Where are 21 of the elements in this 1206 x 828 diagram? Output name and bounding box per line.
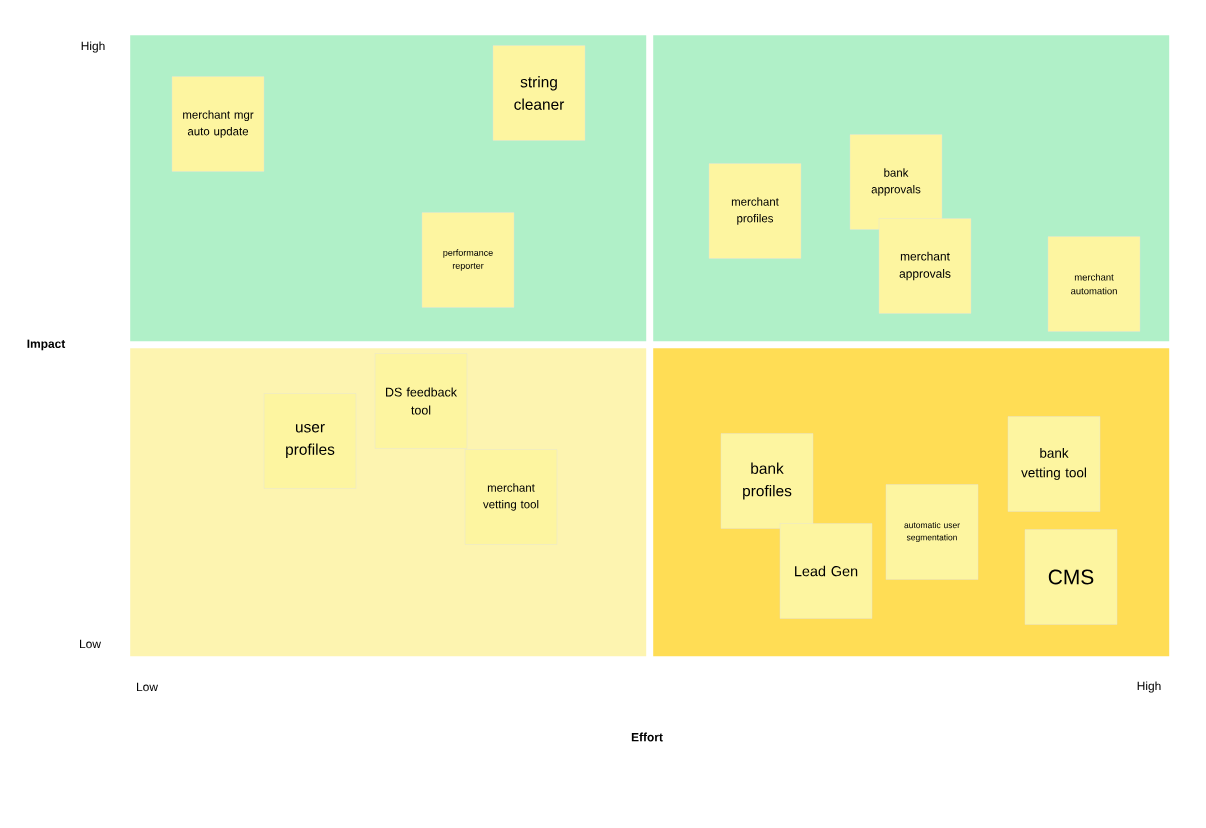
sticky-note: merchant mgr auto update — [171, 76, 265, 172]
sticky-note: automatic user segmentation — [885, 484, 979, 580]
axis-label: High — [1137, 681, 1161, 693]
axis-label: Low — [80, 639, 101, 649]
sticky-note: user profiles — [263, 393, 357, 489]
axis-title: Impact — [27, 339, 66, 351]
sticky-note: merchant automation — [1047, 236, 1141, 332]
axis-title: Effort — [631, 732, 663, 742]
axis-label: High — [81, 41, 105, 53]
axis-label: Low — [137, 682, 158, 692]
sticky-note: merchant approvals — [878, 218, 972, 314]
sticky-note: merchant vetting tool — [464, 449, 558, 545]
sticky-note: string cleaner — [492, 45, 586, 141]
sticky-note: bank approvals — [849, 134, 943, 230]
sticky-note: DS feedback tool — [374, 353, 468, 449]
sticky-note: bank profiles — [720, 433, 814, 529]
sticky-note: performance reporter — [421, 212, 515, 308]
sticky-note: Lead Gen — [779, 523, 873, 619]
sticky-note: merchant profiles — [708, 163, 802, 259]
sticky-note: bank vetting tool — [1007, 416, 1101, 512]
sticky-note: CMS — [1024, 529, 1118, 625]
